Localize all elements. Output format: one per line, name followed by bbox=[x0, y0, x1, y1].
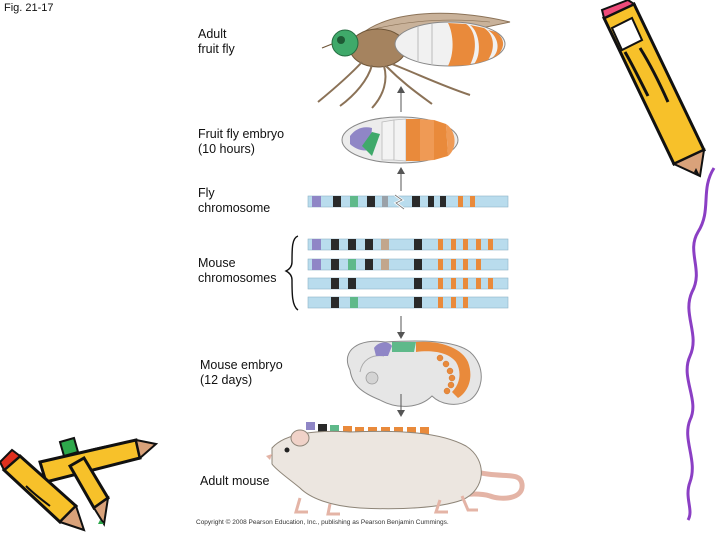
figure-label: Fig. 21-17 bbox=[4, 2, 54, 14]
fruit-fly-embryo-illustration bbox=[341, 116, 459, 164]
crayons-clipart-icon bbox=[0, 436, 159, 532]
arrow-chromosomes-to-mouse-embryo bbox=[397, 316, 405, 339]
label-mouse-chromosomes: Mouse chromosomes bbox=[198, 256, 277, 285]
mouse-chromosome-3 bbox=[307, 277, 509, 290]
fly-chromosome bbox=[307, 193, 509, 210]
arrow-embryo-to-adult-fly bbox=[397, 86, 405, 112]
mouse-chromosome-4 bbox=[307, 296, 509, 309]
label-adult-mouse: Adult mouse bbox=[200, 474, 270, 488]
mouse-chromosome-2 bbox=[307, 258, 509, 271]
squiggle-border-icon bbox=[685, 167, 716, 521]
pencil-clipart-icon bbox=[600, 0, 707, 178]
label-fly-chromosome: Fly chromosome bbox=[198, 186, 271, 215]
mouse-chromosomes-bracket bbox=[284, 235, 299, 311]
label-adult-fruit-fly: Adult fruit fly bbox=[198, 27, 235, 56]
mouse-embryo-illustration bbox=[347, 340, 482, 407]
label-mouse-embryo: Mouse embryo (12 days) bbox=[200, 358, 283, 387]
arrow-chromosome-to-fly-embryo bbox=[397, 167, 405, 191]
arrow-mouse-embryo-to-adult bbox=[397, 394, 405, 417]
copyright-notice: Copyright © 2008 Pearson Education, Inc.… bbox=[196, 519, 449, 526]
adult-fruit-fly-illustration bbox=[317, 12, 511, 109]
label-fruit-fly-embryo: Fruit fly embryo (10 hours) bbox=[198, 127, 285, 156]
adult-mouse-illustration bbox=[266, 429, 525, 516]
mouse-chromosome-1 bbox=[307, 238, 509, 251]
